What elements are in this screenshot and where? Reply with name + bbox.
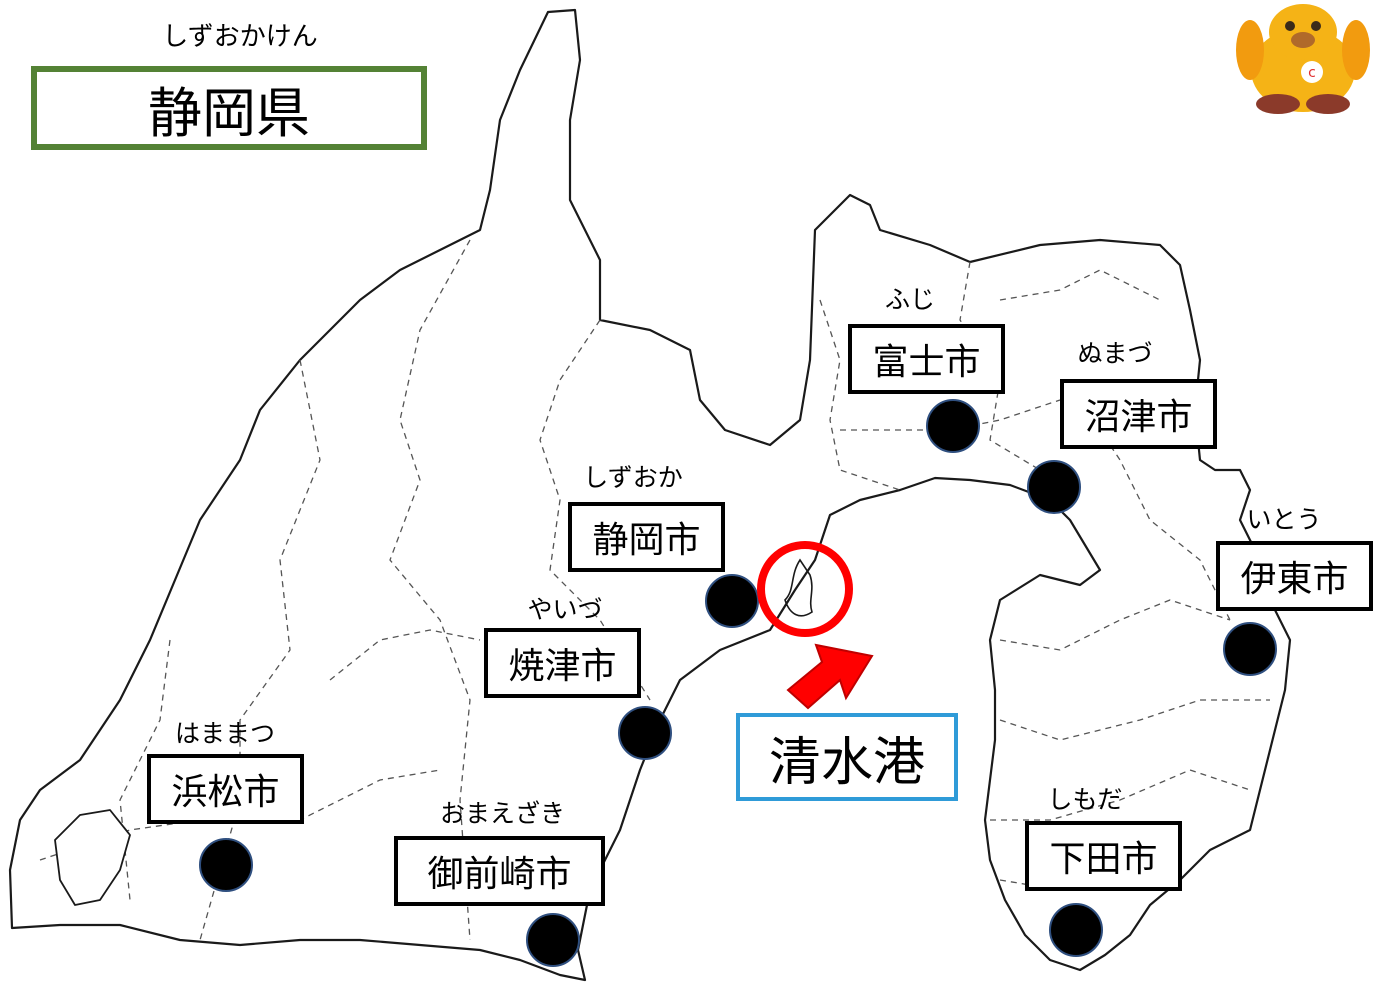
lake-hamana bbox=[54, 809, 131, 906]
city-reading-omaezaki: おまえざき bbox=[439, 799, 565, 828]
port-arrow-icon bbox=[786, 643, 874, 710]
city-label-shizuoka[interactable]: 静岡市 bbox=[568, 502, 725, 572]
city-label-shimoda[interactable]: 下田市 bbox=[1025, 821, 1182, 891]
city-name: 富士市 bbox=[872, 342, 981, 383]
city-dot-shimoda[interactable] bbox=[1049, 903, 1103, 957]
city-reading-shimoda: しもだ bbox=[1047, 785, 1123, 814]
port-marker-ring[interactable] bbox=[757, 541, 853, 637]
port-label[interactable]: 清水港 bbox=[736, 713, 958, 801]
city-dot-omaezaki[interactable] bbox=[526, 913, 580, 967]
port-name: 清水港 bbox=[768, 732, 925, 793]
city-name: 御前崎市 bbox=[427, 854, 572, 895]
city-reading-fuji: ふじ bbox=[884, 285, 935, 314]
prefecture-outline-west bbox=[8, 8, 1292, 982]
city-name: 静岡市 bbox=[592, 520, 701, 561]
city-dot-ito[interactable] bbox=[1223, 622, 1277, 676]
city-name: 下田市 bbox=[1049, 839, 1158, 880]
dog-mascot-icon: c bbox=[1236, 4, 1370, 114]
city-reading-numazu: ぬまづ bbox=[1077, 339, 1153, 368]
prefecture-title: 静岡県 bbox=[31, 66, 427, 150]
city-reading-yaizu: やいづ bbox=[527, 595, 603, 624]
city-dot-hamamatsu[interactable] bbox=[199, 838, 253, 892]
city-dot-shizuoka[interactable] bbox=[705, 574, 759, 628]
prefecture-title-text: 静岡県 bbox=[148, 81, 310, 145]
city-reading-ito: いとう bbox=[1246, 505, 1322, 534]
city-name: 焼津市 bbox=[508, 646, 617, 687]
city-name: 浜松市 bbox=[171, 772, 280, 813]
city-label-hamamatsu[interactable]: 浜松市 bbox=[147, 754, 304, 824]
port-coast-icon bbox=[784, 558, 813, 617]
city-name: 沼津市 bbox=[1084, 397, 1193, 438]
city-label-yaizu[interactable]: 焼津市 bbox=[484, 628, 641, 698]
city-dot-numazu[interactable] bbox=[1027, 460, 1081, 514]
city-dot-fuji[interactable] bbox=[926, 399, 980, 453]
city-label-numazu[interactable]: 沼津市 bbox=[1060, 379, 1217, 449]
city-reading-shizuoka: しずおか bbox=[583, 463, 683, 492]
city-label-ito[interactable]: 伊東市 bbox=[1216, 541, 1373, 611]
svg-text:c: c bbox=[1308, 65, 1316, 81]
title-reading: しずおかけん bbox=[162, 22, 318, 52]
city-name: 伊東市 bbox=[1240, 559, 1349, 600]
city-label-omaezaki[interactable]: 御前崎市 bbox=[394, 836, 605, 906]
city-label-fuji[interactable]: 富士市 bbox=[848, 324, 1005, 394]
city-dot-yaizu[interactable] bbox=[618, 706, 672, 760]
city-reading-hamamatsu: はままつ bbox=[174, 719, 275, 748]
